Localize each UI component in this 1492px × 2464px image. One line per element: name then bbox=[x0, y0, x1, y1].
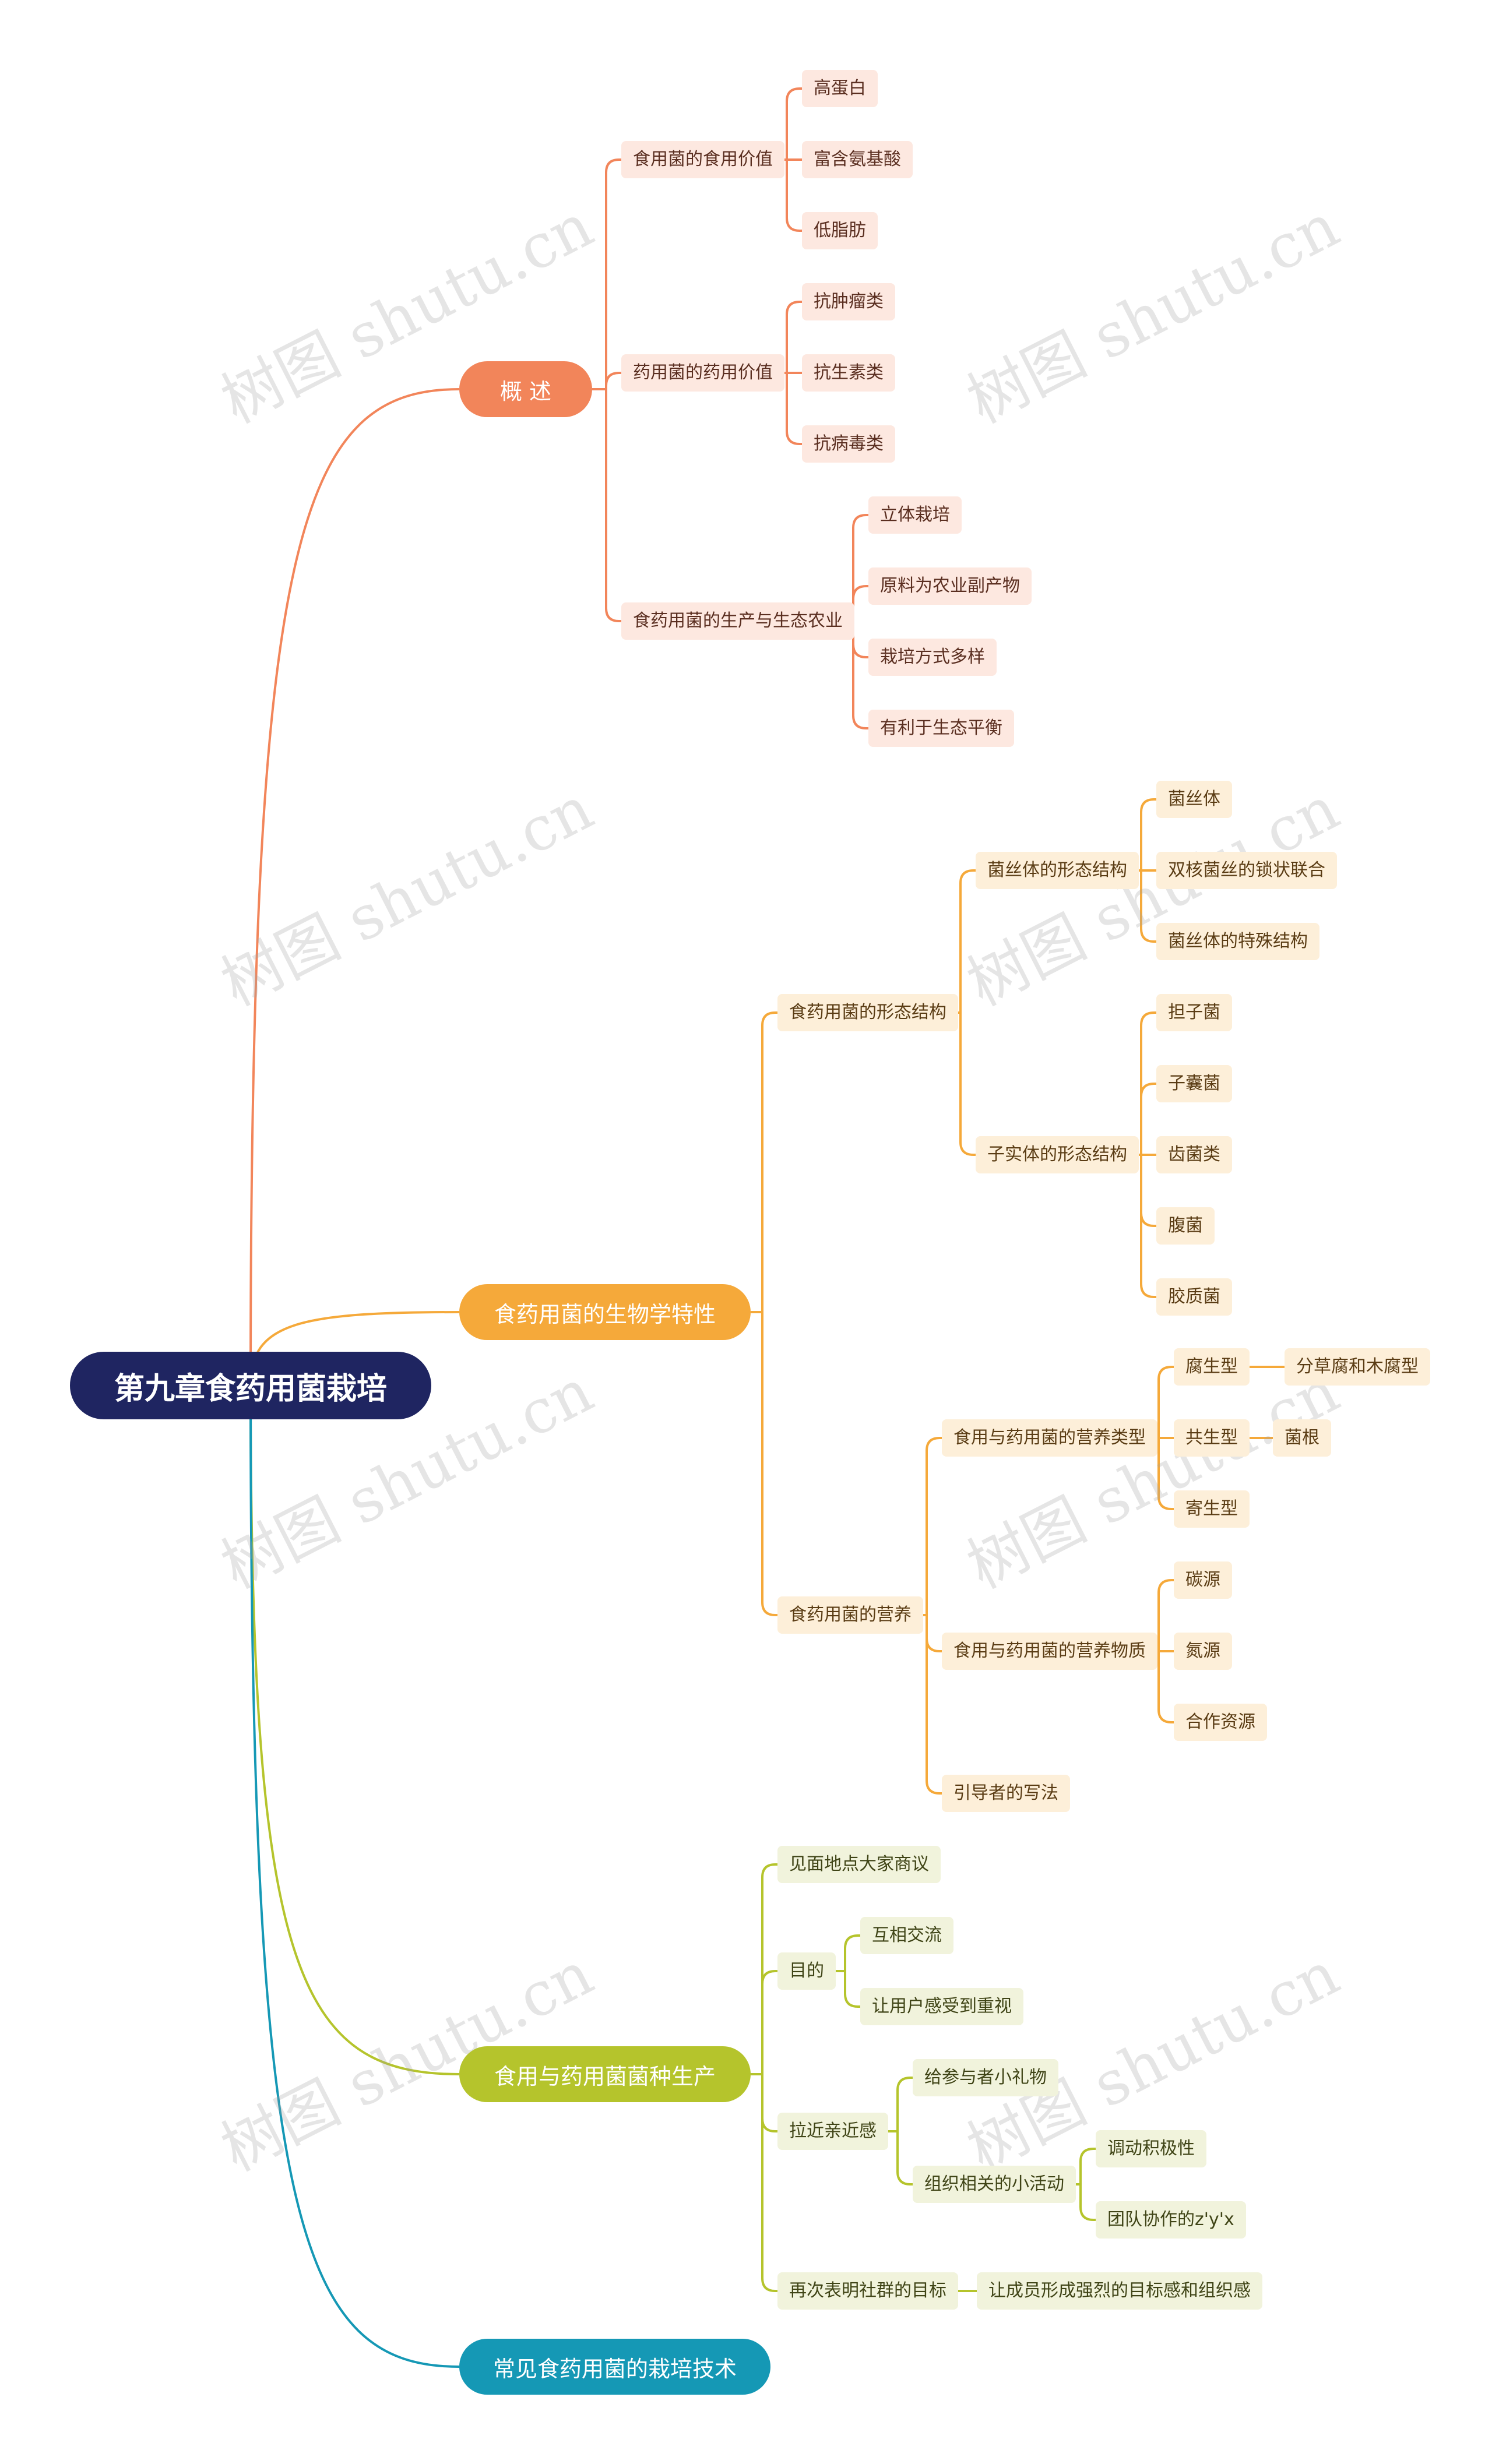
connector-line bbox=[845, 620, 868, 729]
list-item[interactable]: 双核菌丝的锁状联合 bbox=[1156, 852, 1337, 889]
list-item[interactable]: 齿菌类 bbox=[1156, 1136, 1232, 1173]
activity-topic[interactable]: 组织相关的小活动 bbox=[913, 2166, 1076, 2203]
list-item[interactable]: 抗肿瘤类 bbox=[802, 283, 895, 320]
connector-line bbox=[1150, 1437, 1174, 1510]
list-item[interactable]: 氮源 bbox=[1174, 1633, 1232, 1670]
connector-line bbox=[751, 1863, 777, 2075]
list-item[interactable]: 共生型 bbox=[1174, 1419, 1250, 1457]
connector-line bbox=[888, 2077, 913, 2132]
connector-line bbox=[779, 372, 802, 445]
list-item[interactable]: 腐生型 bbox=[1174, 1348, 1250, 1386]
connector-line bbox=[952, 1011, 976, 1156]
mycelium-topic[interactable]: 菌丝体的形态结构 bbox=[976, 852, 1139, 889]
medicinal-value-topic[interactable]: 药用菌的药用价值 bbox=[621, 354, 784, 392]
nutrients-topic[interactable]: 食用与药用菌的营养物质 bbox=[942, 1633, 1157, 1670]
connector-line bbox=[1133, 1154, 1156, 1298]
connector-line bbox=[592, 388, 621, 622]
list-item[interactable]: 原料为农业副产物 bbox=[868, 567, 1032, 605]
connector-line bbox=[592, 158, 621, 390]
eco-agriculture-topic[interactable]: 食药用菌的生产与生态农业 bbox=[621, 602, 854, 640]
list-item[interactable]: 调动积极性 bbox=[1096, 2130, 1206, 2167]
connector-line bbox=[751, 1311, 777, 1616]
list-item[interactable]: 合作资源 bbox=[1174, 1704, 1267, 1741]
list-item[interactable]: 分草腐和木腐型 bbox=[1285, 1348, 1430, 1386]
list-item[interactable]: 抗生素类 bbox=[802, 354, 895, 392]
list-item[interactable]: 腹菌 bbox=[1156, 1207, 1215, 1245]
nutrition-topic[interactable]: 食药用菌的营养 bbox=[777, 1596, 923, 1634]
list-item[interactable]: 引导者的写法 bbox=[942, 1775, 1070, 1812]
connector-line bbox=[1150, 1366, 1174, 1439]
connector-line bbox=[1133, 798, 1156, 872]
connector-line bbox=[1133, 869, 1156, 943]
fruiting-body-topic[interactable]: 子实体的形态结构 bbox=[976, 1136, 1139, 1173]
purpose-topic[interactable]: 目的 bbox=[777, 1952, 836, 1990]
connector-line bbox=[845, 514, 868, 622]
connector-line bbox=[751, 2073, 777, 2132]
connector-line bbox=[779, 301, 802, 374]
list-item[interactable]: 高蛋白 bbox=[802, 70, 878, 107]
connector-line bbox=[919, 1614, 942, 1795]
connector-line bbox=[249, 1385, 460, 2075]
list-item[interactable]: 碳源 bbox=[1174, 1561, 1232, 1599]
list-item[interactable]: 给参与者小礼物 bbox=[913, 2059, 1058, 2096]
branch-spawn-production[interactable]: 食用与药用菌菌种生产 bbox=[459, 2046, 751, 2102]
community-goal-topic[interactable]: 再次表明社群的目标 bbox=[777, 2272, 958, 2310]
list-item[interactable]: 胶质菌 bbox=[1156, 1278, 1232, 1316]
branch-biology[interactable]: 食药用菌的生物学特性 bbox=[459, 1284, 751, 1340]
connector-line bbox=[1150, 1650, 1174, 1723]
list-item[interactable]: 菌丝体的特殊结构 bbox=[1156, 923, 1319, 960]
connector-line bbox=[888, 2130, 913, 2185]
list-item[interactable]: 栽培方式多样 bbox=[868, 639, 997, 676]
edible-value-topic[interactable]: 食用菌的食用价值 bbox=[621, 141, 784, 178]
list-item[interactable]: 寄生型 bbox=[1174, 1490, 1250, 1528]
list-item[interactable]: 富含氨基酸 bbox=[802, 141, 913, 178]
closeness-topic[interactable]: 拉近亲近感 bbox=[777, 2113, 888, 2150]
list-item[interactable]: 让用户感受到重视 bbox=[860, 1988, 1023, 2025]
connector-line bbox=[952, 869, 976, 1014]
connector-line bbox=[836, 1934, 860, 1972]
connector-line bbox=[779, 87, 802, 161]
root-topic[interactable]: 第九章食药用菌栽培 bbox=[70, 1352, 431, 1419]
connector-line bbox=[751, 2073, 777, 2292]
branch-cultivation-techniques[interactable]: 常见食药用菌的栽培技术 bbox=[459, 2339, 770, 2395]
connector-line bbox=[1072, 2148, 1096, 2185]
list-item[interactable]: 菌根 bbox=[1273, 1419, 1331, 1457]
connector-line bbox=[751, 1970, 777, 2075]
connector-line bbox=[919, 1437, 942, 1616]
connector-line bbox=[1133, 1083, 1156, 1156]
morphology-topic[interactable]: 食药用菌的形态结构 bbox=[777, 994, 958, 1031]
list-item[interactable]: 菌丝体 bbox=[1156, 781, 1232, 818]
list-item[interactable]: 低脂肪 bbox=[802, 212, 878, 249]
branch-overview[interactable]: 概 述 bbox=[459, 361, 592, 417]
connector-line bbox=[779, 158, 802, 232]
list-item[interactable]: 担子菌 bbox=[1156, 994, 1232, 1031]
list-item[interactable]: 让成员形成强烈的目标感和组织感 bbox=[977, 2272, 1262, 2310]
list-item[interactable]: 抗病毒类 bbox=[802, 425, 895, 463]
list-item[interactable]: 子囊菌 bbox=[1156, 1065, 1232, 1102]
connector-line bbox=[751, 1011, 777, 1313]
connector-line bbox=[1072, 2183, 1096, 2221]
list-item[interactable]: 立体栽培 bbox=[868, 496, 962, 534]
connector-line bbox=[836, 1970, 860, 2008]
list-item[interactable]: 互相交流 bbox=[860, 1917, 953, 1954]
list-item[interactable]: 有利于生态平衡 bbox=[868, 710, 1014, 747]
connector-line bbox=[1150, 1579, 1174, 1652]
connector-line bbox=[249, 1385, 460, 2368]
list-item[interactable]: 团队协作的z'y'x bbox=[1096, 2201, 1246, 2239]
connector-line bbox=[249, 388, 460, 1386]
meeting-place-topic[interactable]: 见面地点大家商议 bbox=[777, 1846, 941, 1883]
nutrition-types-topic[interactable]: 食用与药用菌的营养类型 bbox=[942, 1419, 1157, 1457]
